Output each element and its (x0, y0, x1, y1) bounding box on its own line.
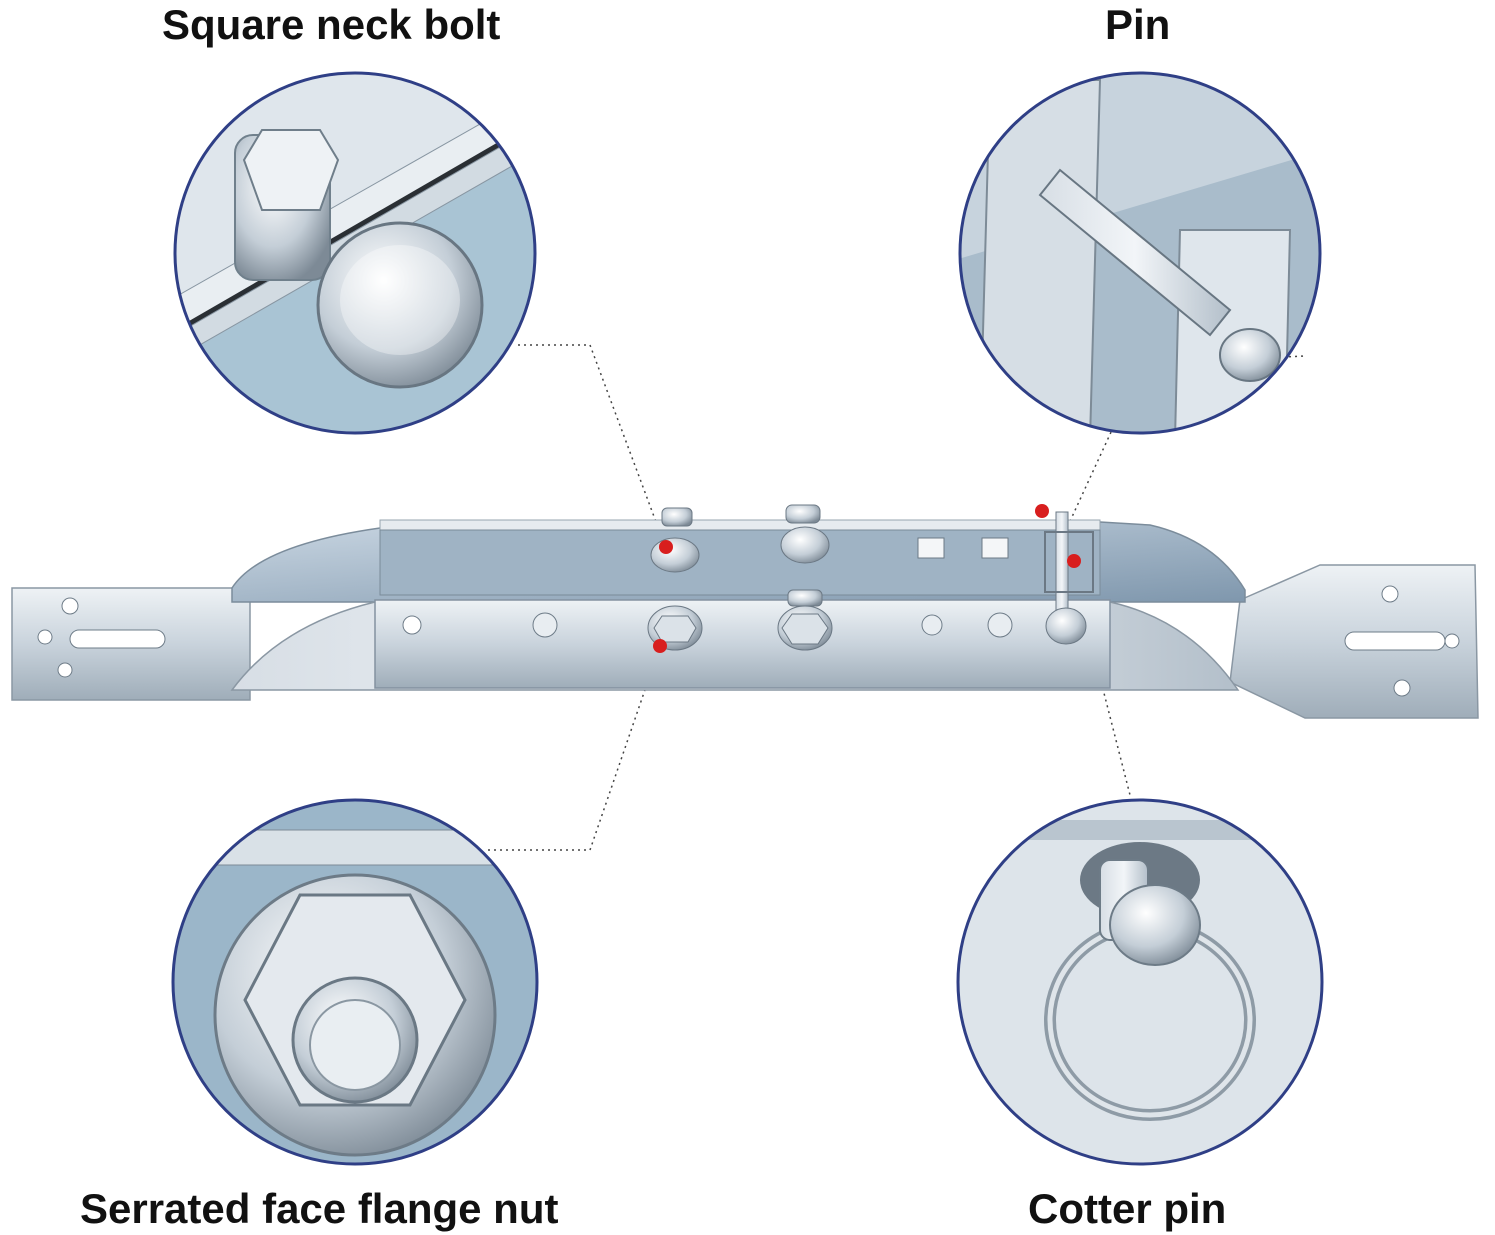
callout-line-flange-nut (488, 645, 661, 851)
detail-circle-square-neck-bolt (173, 71, 537, 435)
detail-circle-cotter-pin (956, 798, 1324, 1166)
bolt-top (785, 504, 821, 524)
flange-nut-hex (653, 615, 697, 643)
label-serrated-face-flange-nut: Serrated face flange nut (80, 1185, 559, 1232)
side-hole (532, 612, 558, 638)
bolt-top (787, 589, 823, 607)
label-cotter-pin: Cotter pin (1028, 1185, 1227, 1232)
detail-circle-pin (958, 71, 1322, 435)
marker-pin (1035, 504, 1049, 518)
callout-line-square-neck-bolt (518, 344, 666, 547)
square-hole (981, 537, 1009, 559)
bolt-head (650, 537, 700, 573)
front-side-plate (374, 599, 1111, 689)
mount-slot (69, 629, 166, 649)
flange-nut-hex (781, 613, 829, 645)
marker-flange-nut (653, 639, 667, 653)
label-square-neck-bolt: Square neck bolt (162, 1, 501, 48)
inner-slide-plate (379, 529, 1101, 596)
pin-head (1045, 607, 1087, 645)
detail-circle-flange-nut (171, 798, 539, 1166)
mount-hole (1444, 633, 1460, 649)
square-hole (917, 537, 945, 559)
mount-hole (57, 662, 73, 678)
back-top-rail (379, 519, 1101, 531)
side-hole (987, 612, 1013, 638)
mount-hole (1381, 585, 1399, 603)
label-pin: Pin (1105, 1, 1171, 48)
pin-bracket (1044, 531, 1094, 593)
mount-hole (1393, 679, 1411, 697)
markers (653, 504, 1081, 653)
bracket-assembly (11, 504, 1479, 719)
side-hole (921, 614, 943, 636)
mount-hole (37, 629, 53, 645)
bolt-top (661, 507, 693, 527)
mount-hole (61, 597, 79, 615)
mount-slot (1344, 631, 1446, 651)
side-hole (402, 615, 422, 635)
marker-cotter-pin (1067, 554, 1081, 568)
bolt-head (780, 526, 830, 564)
marker-square-neck-bolt (659, 540, 673, 554)
